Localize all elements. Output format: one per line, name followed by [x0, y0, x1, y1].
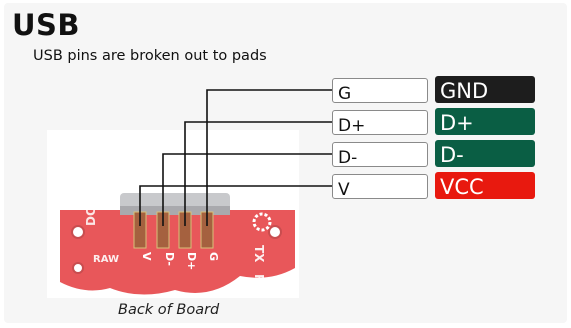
mount-hole-left: [71, 225, 85, 239]
pad-label: V: [140, 252, 153, 261]
silk-label-do: DO: [84, 206, 98, 226]
wire: [206, 89, 332, 226]
section-subtitle: USB pins are broken out to pads: [33, 48, 267, 64]
pad-label: G: [207, 252, 220, 261]
pad-label: D-: [163, 252, 176, 266]
section-title: USB: [12, 8, 81, 42]
mount-hole-right: [268, 225, 282, 239]
signal-label-box: GND: [435, 76, 535, 103]
usb-connector-shadow: [120, 206, 230, 215]
pad-label: D+: [185, 252, 198, 270]
silk-label-raw: RAW: [93, 254, 119, 265]
silk-label-rx: RX: [252, 274, 266, 293]
pin-wires: [139, 89, 332, 226]
board-caption: Back of Board: [118, 302, 220, 318]
pin-label-box: G: [332, 78, 428, 103]
pin-label-box: D+: [332, 110, 428, 135]
pad-labels: V D- D+ G: [140, 252, 220, 270]
wire: [184, 121, 332, 226]
wire: [162, 153, 332, 226]
pin-label-box: V: [332, 174, 428, 199]
gear-icon: [252, 212, 272, 232]
silk-label-tx: TX: [252, 245, 266, 263]
pin-label-box: D-: [332, 142, 428, 167]
signal-label-box: VCC: [435, 172, 535, 199]
usb-pads: [133, 211, 214, 249]
wire: [139, 185, 332, 226]
signal-label-box: D+: [435, 108, 535, 135]
mount-hole-left-low: [72, 262, 84, 274]
signal-label-box: D-: [435, 140, 535, 167]
pcb-body: [60, 210, 295, 295]
